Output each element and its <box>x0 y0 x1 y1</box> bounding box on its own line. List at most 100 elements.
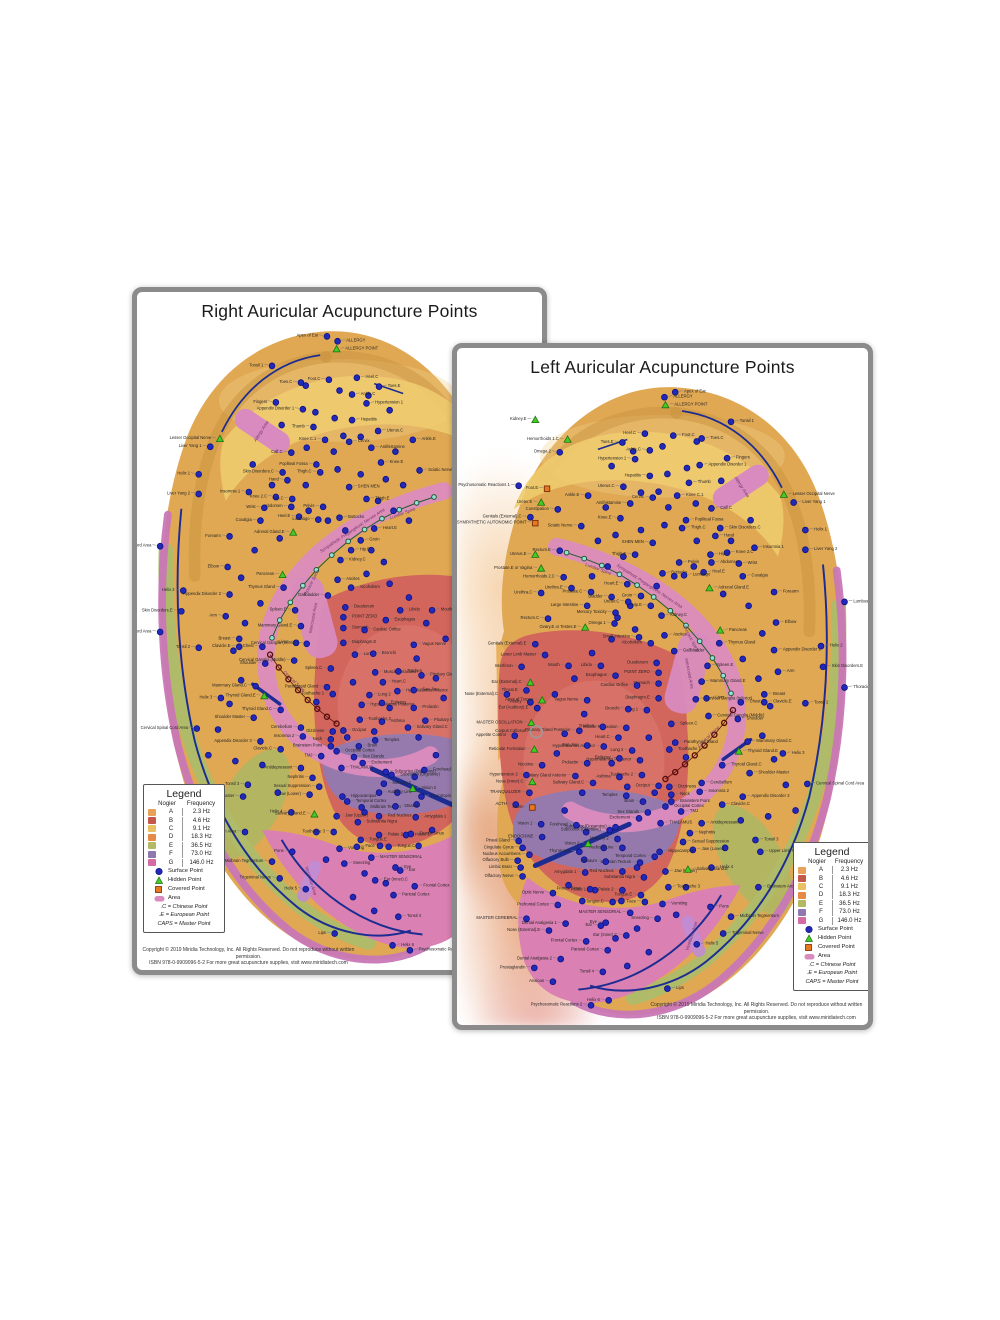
surface-point <box>330 448 337 455</box>
surface-point <box>358 701 365 709</box>
surface-point <box>342 527 349 534</box>
point-label: Toothache 2 <box>368 716 391 721</box>
point-label: Midbrain Tegmentum <box>225 858 264 863</box>
surface-point <box>523 771 530 779</box>
surface-point <box>751 544 758 552</box>
point-label: Skin Disorders.E <box>832 663 863 668</box>
point-label: ENDOCRINE <box>508 833 533 838</box>
point-label: Prostate.E or Vagina <box>494 565 533 570</box>
point-label: Tonsil 3 <box>764 836 779 841</box>
surface-point <box>375 383 383 390</box>
point-label: Helix 5 <box>706 941 719 946</box>
ring-point <box>729 706 737 714</box>
surface-point <box>623 962 631 970</box>
legend-marker-label: Surface Point <box>168 868 203 875</box>
surface-point <box>577 522 585 530</box>
point-label: Forehead <box>433 766 451 771</box>
surface-point <box>386 704 393 712</box>
surface-point <box>368 546 375 554</box>
hidden-point <box>536 564 546 572</box>
surface-point-icon <box>155 867 163 875</box>
surface-point <box>249 461 256 468</box>
surface-point <box>604 946 612 954</box>
surface-point <box>421 766 428 774</box>
point-label: Uterus.C <box>598 483 615 488</box>
surface-point <box>707 903 714 911</box>
surface-point <box>682 516 690 524</box>
surface-point <box>739 793 747 801</box>
surface-point <box>252 682 259 690</box>
point-label: Heel.E <box>278 513 291 518</box>
surface-point <box>541 651 549 659</box>
surface-point <box>645 734 653 742</box>
surface-point <box>557 955 565 963</box>
point-label: Jaw (Lower) <box>702 846 725 851</box>
surface-point <box>288 848 296 856</box>
surface-point <box>631 551 639 558</box>
surface-point <box>712 532 719 540</box>
surface-point <box>611 620 618 627</box>
surface-point <box>327 665 335 672</box>
surface-point <box>617 514 624 522</box>
point-label: Neck <box>680 791 690 796</box>
surface-point <box>602 919 610 927</box>
surface-point <box>655 669 662 677</box>
point-label: Palate 1 <box>415 831 431 836</box>
point-label: Tongue.C <box>397 843 415 848</box>
surface-point <box>614 835 621 843</box>
surface-point <box>313 698 320 706</box>
surface-point <box>371 737 379 744</box>
point-label: Nephritis <box>287 774 303 779</box>
surface-point <box>156 628 164 636</box>
surface-point <box>549 978 557 986</box>
surface-point <box>819 663 827 671</box>
hidden-point <box>537 695 547 704</box>
point-label: Thumb <box>292 423 306 428</box>
surface-point <box>661 393 668 401</box>
point-label: Tonsil 1 <box>740 418 755 423</box>
surface-point <box>662 868 669 875</box>
surface-point <box>348 416 356 424</box>
legend-marker-row: Area <box>154 894 220 903</box>
chain-point <box>431 494 437 500</box>
point-label: Hippocampus <box>351 793 376 798</box>
ring-point <box>275 664 282 671</box>
point-label: Toes.C <box>710 435 723 440</box>
nogier-color-swatch <box>798 883 806 891</box>
surface-point <box>284 476 291 484</box>
surface-point <box>241 619 249 627</box>
nogier-color-swatch <box>148 859 156 867</box>
surface-point <box>537 820 545 828</box>
surface-point <box>679 838 687 846</box>
surface-point <box>523 687 530 694</box>
surface-point <box>599 968 607 976</box>
surface-point <box>351 651 359 659</box>
point-label: Appendix Disorder 2 <box>783 646 822 651</box>
surface-point <box>353 374 361 382</box>
hidden-point <box>779 490 789 498</box>
surface-point <box>380 780 388 788</box>
point-label: Vision 2 <box>564 840 579 845</box>
surface-point <box>297 379 305 387</box>
surface-point <box>334 576 341 584</box>
surface-point <box>217 694 225 702</box>
hidden-point <box>408 784 417 792</box>
surface-point <box>380 558 388 566</box>
point-label: Nicotine <box>518 762 534 767</box>
point-label: Wrist <box>246 504 256 509</box>
legend-marker-row: Area <box>804 952 866 961</box>
surface-point <box>692 695 700 703</box>
chain-point <box>634 582 640 589</box>
surface-point <box>343 798 351 805</box>
surface-point <box>565 662 572 670</box>
surface-point <box>370 907 378 915</box>
nogier-color-swatch <box>798 917 806 925</box>
point-label: SYMPATHETIC AUTONOMIC POINT <box>457 520 527 525</box>
surface-point <box>342 603 349 611</box>
surface-point <box>640 874 648 881</box>
surface-point <box>633 925 641 932</box>
hidden-point <box>734 747 744 755</box>
point-label: Excitement <box>371 759 392 764</box>
